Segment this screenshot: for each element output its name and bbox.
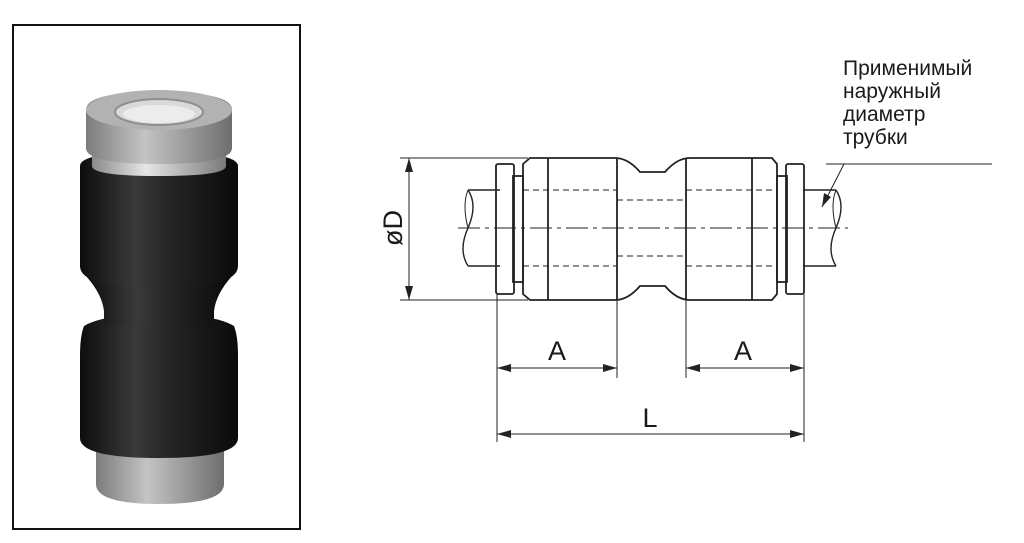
length-dimensions (496, 294, 805, 442)
callout-line-1: Применимый (843, 57, 973, 80)
callout-line-4: трубки (843, 126, 908, 149)
callout-leader (821, 163, 992, 208)
hidden-bore-lines (523, 189, 777, 267)
fitting-outline (495, 157, 805, 301)
arrow-a-left-start (497, 364, 511, 372)
diameter-label: øD (378, 210, 408, 246)
arrow-l-start (497, 430, 511, 438)
callout-line-2: наружный (843, 80, 941, 103)
overall-length-label: L (642, 403, 657, 433)
arrow-diameter-top (405, 158, 413, 172)
arrow-l-end (790, 430, 804, 438)
arrow-callout (822, 193, 831, 207)
arrow-a-right-end (790, 364, 804, 372)
body-waist (86, 276, 232, 326)
diameter-dimension (400, 157, 528, 301)
callout-line-3: диаметр (843, 103, 926, 126)
arrow-a-right-start (686, 364, 700, 372)
socket-depth-left-label: A (548, 336, 566, 366)
tube-od-callout: Применимый наружный диаметр трубки (843, 57, 972, 149)
socket-depth-right-label: A (734, 336, 752, 366)
lower-body (80, 314, 238, 458)
product-photo-frame (12, 24, 301, 530)
upper-body (80, 152, 238, 288)
bottom-collet (96, 446, 224, 504)
arrow-a-left-end (603, 364, 617, 372)
fitting-photo (80, 90, 238, 504)
arrow-diameter-bottom (405, 286, 413, 300)
collet-bore-inner (123, 105, 195, 123)
